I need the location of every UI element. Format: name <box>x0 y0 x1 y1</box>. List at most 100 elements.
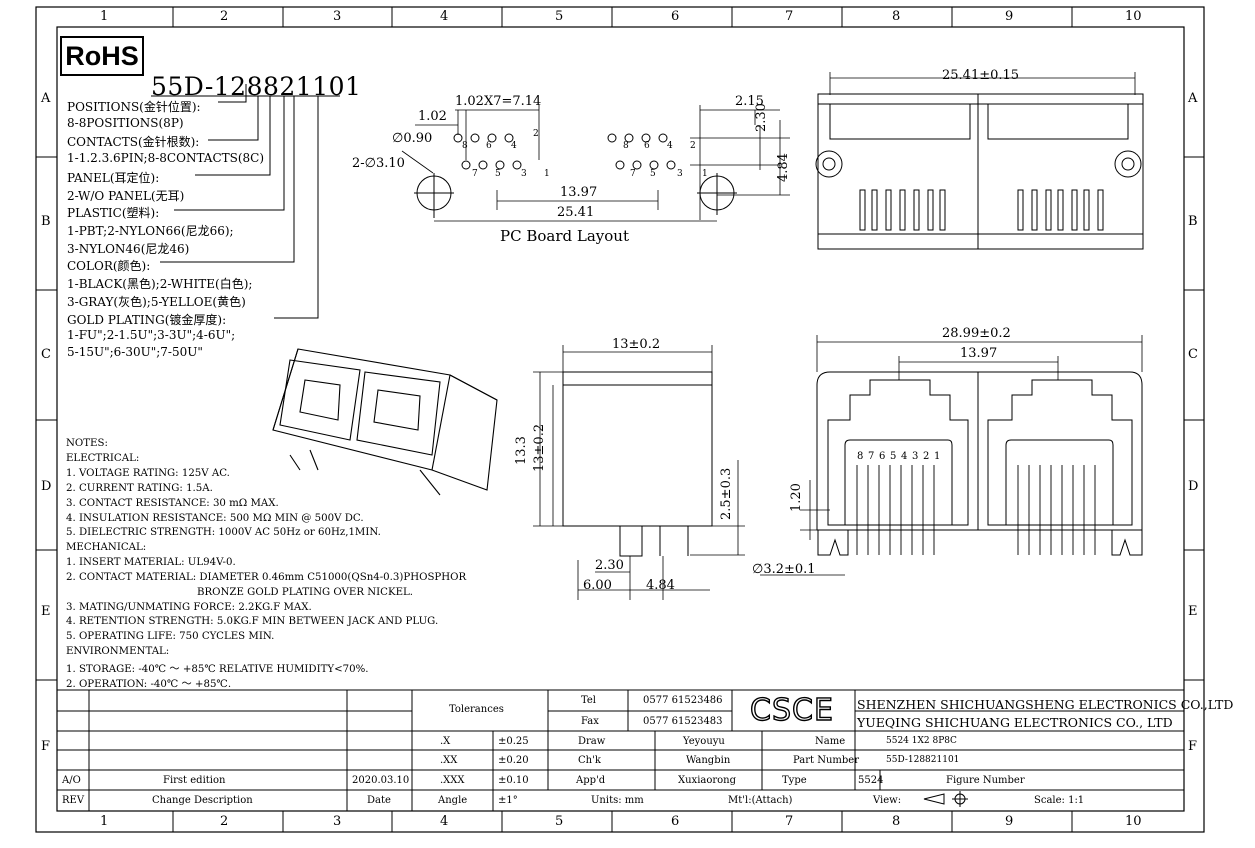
note-line: 3. MATING/UNMATING FORCE: 2.2KG.F MAX. <box>66 602 312 613</box>
pcb-left-holes <box>414 133 522 218</box>
side-view-offset: 4.84 <box>646 578 675 593</box>
note-line: 5. DIELECTRIC STRENGTH: 1000V AC 50Hz or… <box>66 527 381 538</box>
front-pin-number: 4 <box>901 451 908 462</box>
tol-key: Angle <box>438 795 468 806</box>
row-label: E <box>1188 604 1198 619</box>
front-pin-number: 7 <box>868 451 875 462</box>
name-value: 5524 1X2 8P8C <box>886 736 957 746</box>
front-view-width: 28.99±0.2 <box>942 326 1011 341</box>
config-line: 1-PBT;2-NYLON66(尼龙66); <box>67 224 234 238</box>
config-line: POSITIONS(金针位置): <box>67 100 201 114</box>
config-line: GOLD PLATING(镀金厚度): <box>67 313 227 327</box>
row-label: F <box>41 739 51 754</box>
pcb-pin-number: 6 <box>486 141 492 151</box>
units: Units: mm <box>591 795 644 806</box>
pcb-pin-number: 8 <box>623 141 629 151</box>
part-code-leaders <box>151 84 340 319</box>
column-label: 7 <box>785 9 794 24</box>
column-label: 8 <box>892 814 901 829</box>
front-view-hole: ∅3.2±0.1 <box>752 562 816 577</box>
front-pin-number: 8 <box>857 451 864 462</box>
pcb-pin-number: 3 <box>677 169 683 179</box>
pcb-dim: 2-∅3.10 <box>352 156 405 171</box>
column-label: 10 <box>1125 9 1142 24</box>
part-code: 55D-128821101 <box>151 72 362 101</box>
side-view-pin-length: 2.5±0.3 <box>719 467 734 520</box>
pcb-dim: ∅0.90 <box>392 131 433 146</box>
config-line: 5-15U";6-30U";7-50U" <box>67 345 203 359</box>
rev-header: REV <box>62 795 85 806</box>
material: Mt'l:(Attach) <box>728 795 793 806</box>
column-label: 1 <box>100 814 109 829</box>
approved-value: Xuxiaorong <box>678 775 737 786</box>
company-name-1: SHENZHEN SHICHUANGSHENG ELECTRONICS CO.,… <box>857 697 1234 712</box>
row-label: A <box>1188 91 1198 106</box>
row-label: C <box>1188 347 1198 362</box>
part-number-value: 55D-128821101 <box>886 755 960 765</box>
column-label: 6 <box>671 814 680 829</box>
column-label: 2 <box>220 814 229 829</box>
pcb-pin-number: 2 <box>690 141 696 151</box>
front-pin-number: 1 <box>934 451 941 462</box>
scale: Scale: 1:1 <box>1034 795 1085 806</box>
pcb-pin-number: 6 <box>644 141 650 151</box>
config-line: PLASTIC(塑料): <box>67 206 160 220</box>
row-label: B <box>41 214 51 229</box>
draw-label: Draw <box>578 736 606 747</box>
pcb-pin-number: 5 <box>650 169 656 179</box>
revision-description: First edition <box>163 775 226 786</box>
side-view-height-b: 13±0.2 <box>532 423 547 472</box>
pcb-pin-number: 4 <box>511 141 517 151</box>
column-label: 10 <box>1125 814 1142 829</box>
pcb-pin-number: 3 <box>521 169 527 179</box>
column-label: 2 <box>220 9 229 24</box>
tolerances-label: Tolerances <box>449 704 504 715</box>
column-label: 6 <box>671 9 680 24</box>
row-label: B <box>1188 214 1198 229</box>
revision-code: A/O <box>62 775 81 786</box>
front-view-pin-height: 1.20 <box>789 483 804 512</box>
column-label: 9 <box>1005 814 1014 829</box>
column-label: 7 <box>785 814 794 829</box>
fax-label: Fax <box>581 716 599 727</box>
front-pin-number: 3 <box>912 451 919 462</box>
type-value: 5524 <box>858 775 884 786</box>
company-logo: CSCE <box>749 692 834 728</box>
pcb-pin-number: 4 <box>667 141 673 151</box>
note-line: 3. CONTACT RESISTANCE: 30 mΩ MAX. <box>66 498 279 509</box>
top-view <box>815 72 1144 250</box>
pcb-pin-number: 7 <box>472 169 478 179</box>
front-pin-number: 5 <box>890 451 897 462</box>
pcb-dim: 1.02 <box>418 109 447 124</box>
side-view-width: 13±0.2 <box>612 337 661 352</box>
pcb-layout <box>401 105 790 222</box>
note-line: 2. CURRENT RATING: 1.5A. <box>66 483 213 494</box>
figure-number-label: Figure Number <box>946 775 1025 786</box>
check-label: Ch'k <box>578 755 601 766</box>
side-view-height-a: 13.3 <box>514 436 529 465</box>
config-line: 1-1.2.3.6PIN;8-8CONTACTS(8C) <box>67 151 265 165</box>
draw-value: Yeyouyu <box>683 736 725 747</box>
rohs-mark: RoHS <box>60 36 144 76</box>
side-view-offset: 6.00 <box>583 578 612 593</box>
row-label: F <box>1188 739 1198 754</box>
config-line: 3-GRAY(灰色);5-YELLOE(黄色) <box>67 295 246 309</box>
revision-date: 2020.03.10 <box>352 775 410 786</box>
row-label: D <box>41 479 52 494</box>
row-label: C <box>41 347 51 362</box>
part-number-label: Part Number <box>793 755 859 766</box>
front-contacts <box>856 465 1096 555</box>
column-label: 3 <box>333 9 342 24</box>
top-view-width: 25.41±0.15 <box>942 68 1020 83</box>
change-header: Change Description <box>152 795 253 806</box>
note-line: BRONZE GOLD PLATING OVER NICKEL. <box>197 587 414 598</box>
front-pin-number: 6 <box>879 451 886 462</box>
tol-value: ±0.20 <box>498 755 529 766</box>
row-label: D <box>1188 479 1199 494</box>
pcb-right-holes <box>607 133 737 215</box>
pcb-pin-number: 5 <box>495 169 501 179</box>
pcb-dim-lines <box>401 105 790 222</box>
tol-key: .X <box>440 736 451 747</box>
row-label: A <box>41 91 51 106</box>
tol-key: .XX <box>440 755 458 766</box>
